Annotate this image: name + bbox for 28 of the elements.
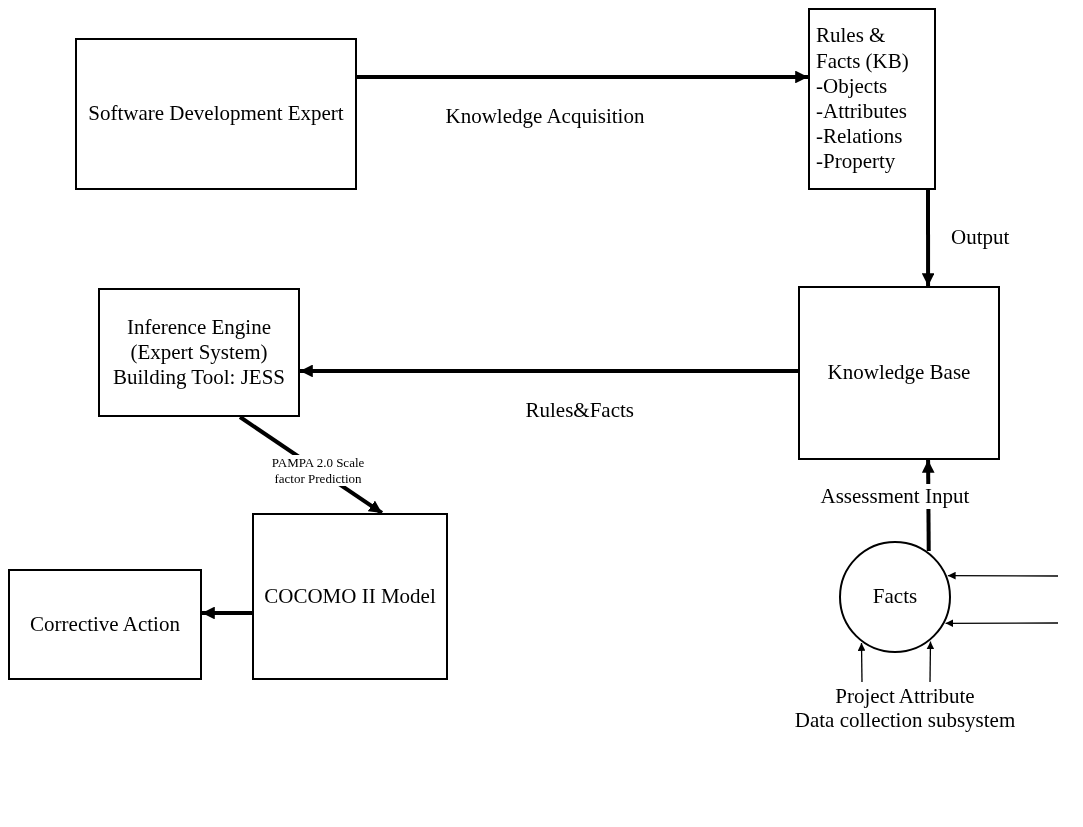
- node-title: Corrective Action: [30, 611, 180, 638]
- list-item: -Property: [816, 149, 896, 175]
- note-text: Data collection subsystem: [794, 708, 1016, 733]
- arrow: [202, 606, 252, 620]
- node-title: Inference Engine (Expert System) Building Tool: JESS: [112, 314, 286, 391]
- edge-label: Assessment Input: [820, 484, 970, 510]
- process-box: [798, 286, 1000, 460]
- list-item: -Objects: [816, 73, 888, 99]
- list-item: -Attributes: [816, 99, 907, 125]
- arrow: [944, 619, 1059, 628]
- process-box: [75, 38, 357, 190]
- arrow: [857, 642, 866, 683]
- process-box: [808, 8, 936, 190]
- arrow: [300, 364, 798, 378]
- process-box: [8, 569, 202, 680]
- node-title: Software Development Expert: [88, 101, 344, 127]
- arrow: [947, 571, 1059, 580]
- node-title: Facts: [872, 584, 918, 610]
- arrow: [357, 70, 808, 84]
- node-title: Knowledge Base: [827, 360, 971, 386]
- note-text: Project Attribute: [835, 683, 975, 708]
- list-item: -Relations: [816, 124, 903, 150]
- arrow: [926, 640, 935, 683]
- arrow: [921, 190, 935, 286]
- node-title: COCOMO II Model: [264, 583, 436, 610]
- process-box: [252, 513, 448, 680]
- node-title: Rules & Facts (KB): [816, 23, 910, 74]
- process-box: [98, 288, 300, 417]
